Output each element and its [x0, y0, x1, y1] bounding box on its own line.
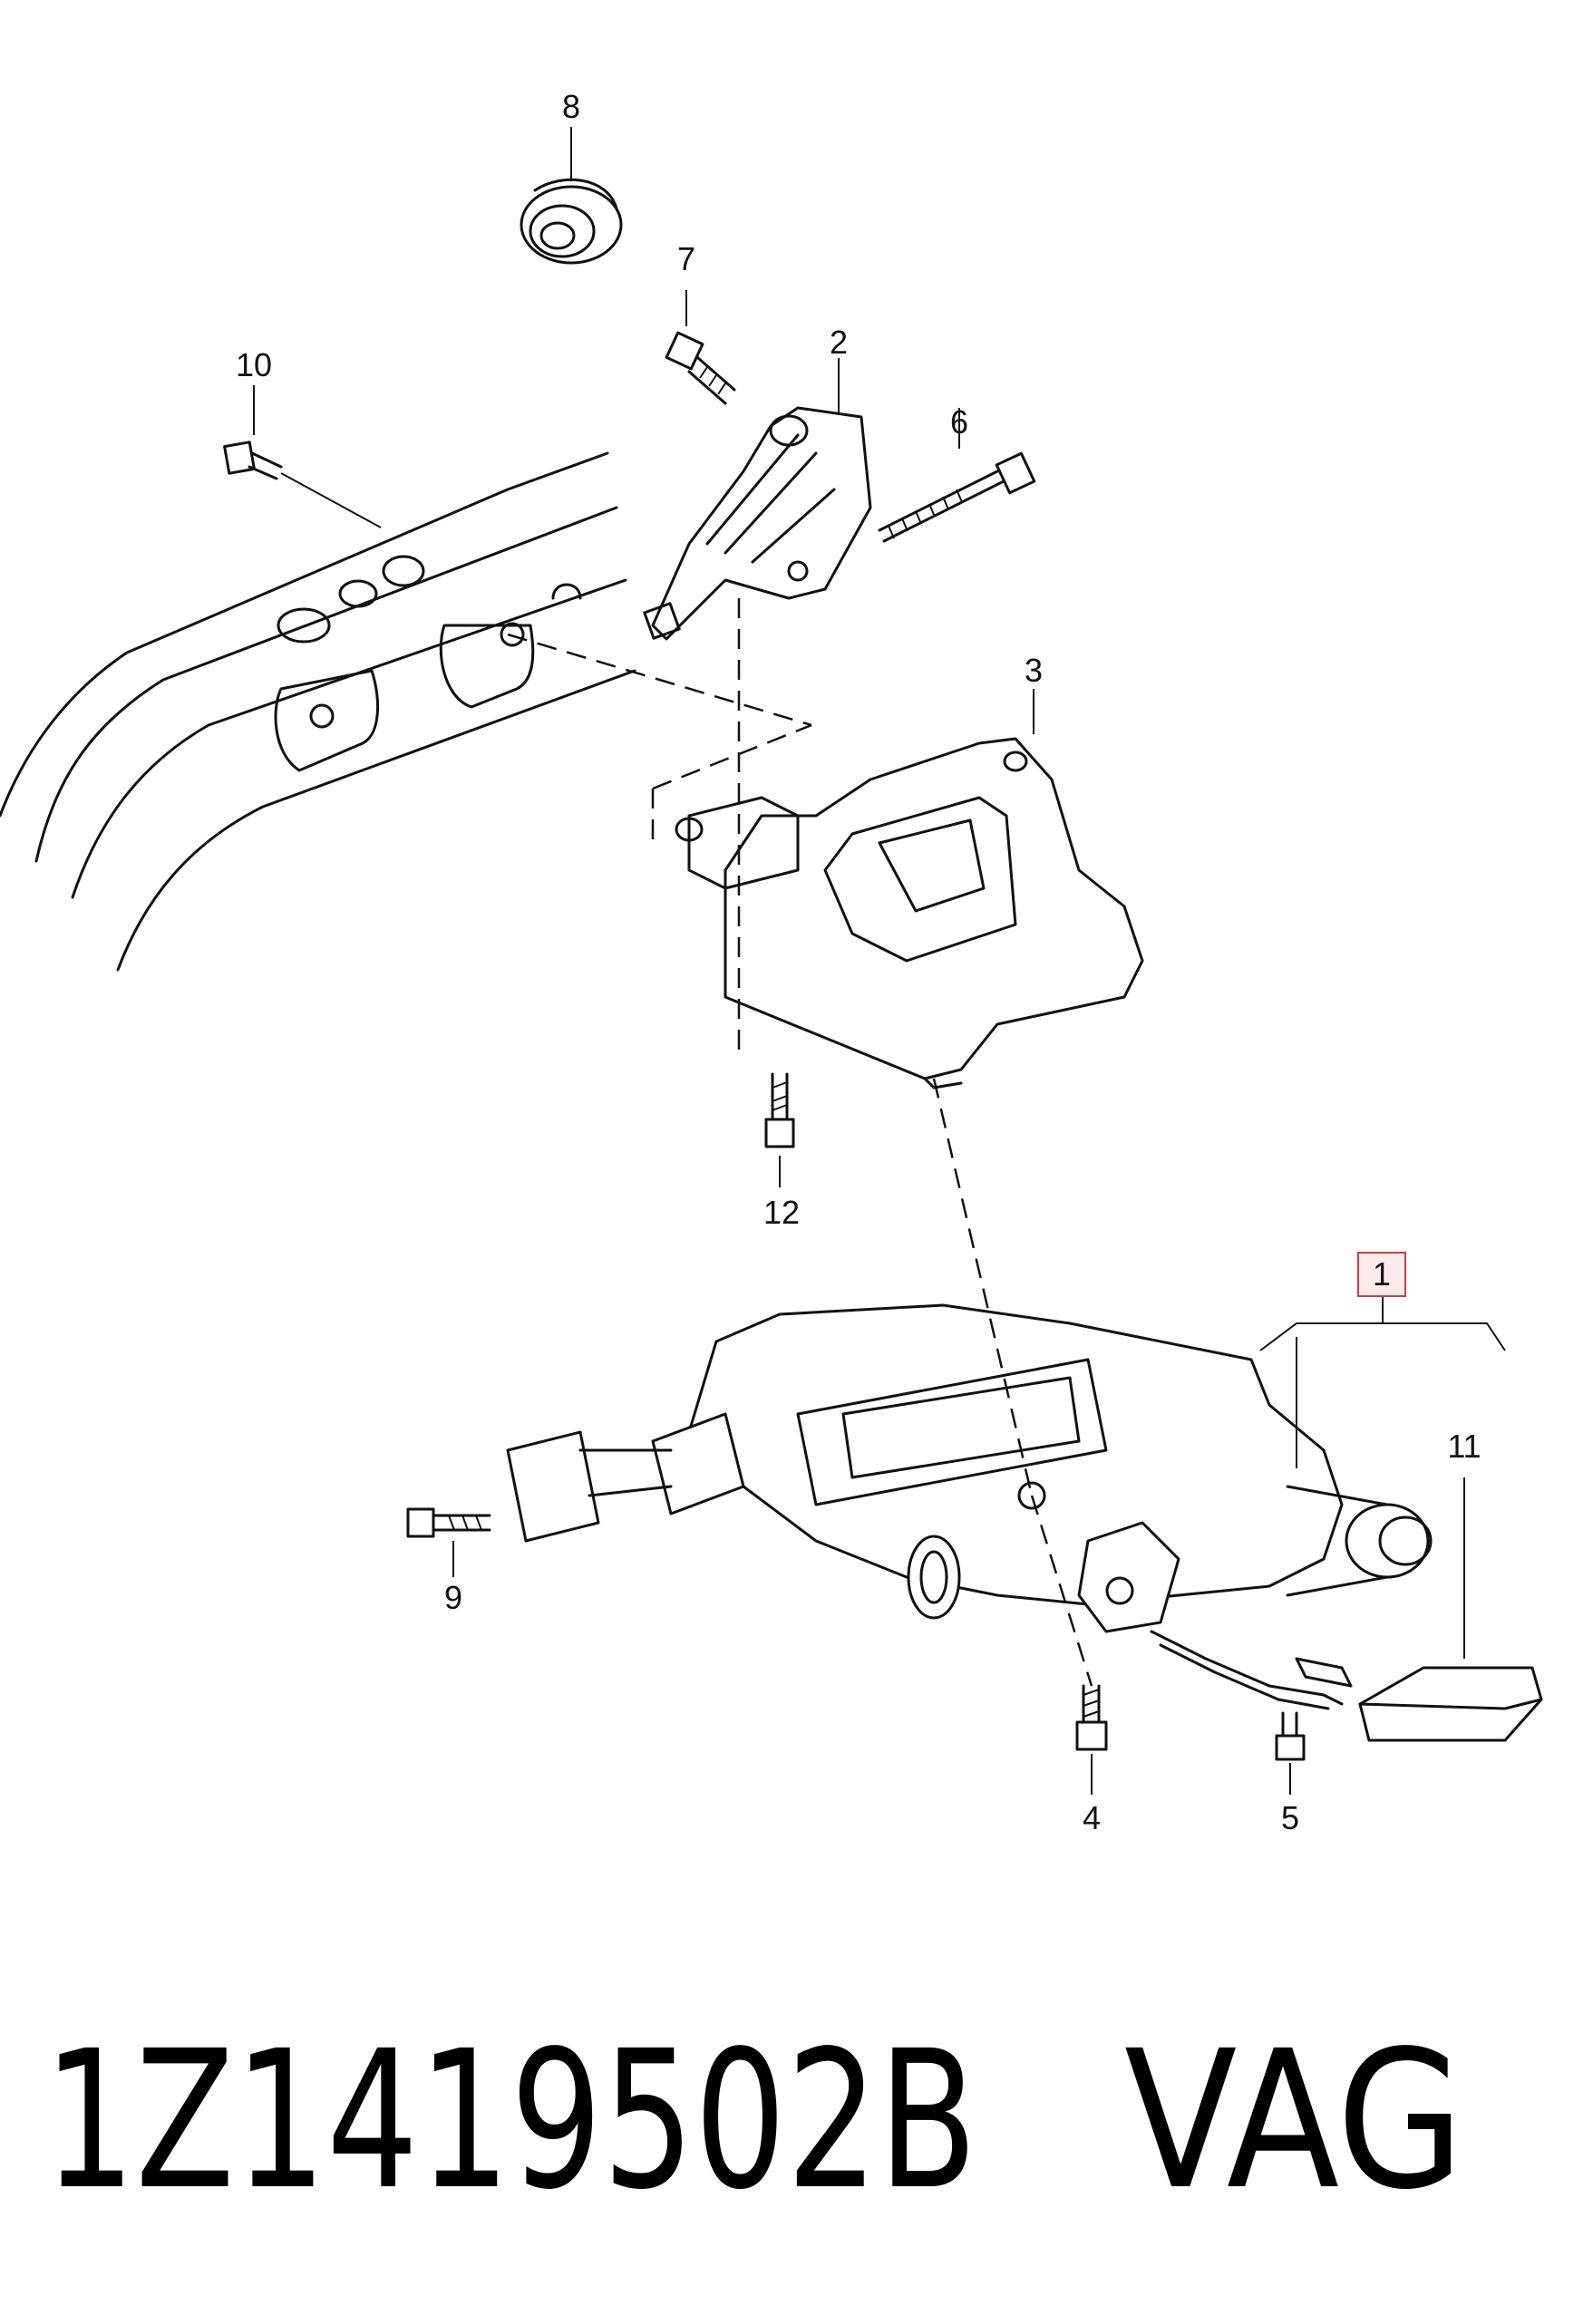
- callout-6: 6: [950, 403, 968, 441]
- part-7-bolt: [665, 290, 736, 405]
- part-number-text: 1Z1419502B: [44, 2009, 977, 2232]
- callout-4: 4: [1083, 1799, 1101, 1836]
- callout-2: 2: [830, 324, 848, 361]
- part-10-bolt: [223, 385, 382, 528]
- callout-9: 9: [444, 1579, 462, 1616]
- callout-10: 10: [236, 346, 272, 383]
- part-6-long-bolt: [878, 408, 1036, 543]
- part-5-bolt: [1275, 1711, 1306, 1795]
- callout-3: 3: [1025, 652, 1043, 689]
- part-8-grommet: [520, 127, 623, 265]
- part-4-bolt: [1075, 1684, 1108, 1795]
- part-11-cover: [1358, 1477, 1543, 1742]
- part-12-bolt: [764, 1072, 795, 1187]
- assembly-guide-lines: [507, 598, 1093, 1687]
- callout-labels: 1 2 3 4 5 6 7 8 9 10 11 12: [236, 88, 1481, 1836]
- callout-1: 1: [1373, 1255, 1391, 1293]
- callout-1-bracket: [1259, 1296, 1506, 1468]
- part-2-bracket: [643, 358, 872, 641]
- part-9-bolt: [406, 1507, 491, 1577]
- callout-5: 5: [1281, 1799, 1299, 1836]
- callout-8: 8: [562, 88, 580, 125]
- callout-1-highlight-box: [1357, 1252, 1406, 1297]
- callout-12: 12: [763, 1194, 800, 1231]
- part-1-steering-column: [506, 1303, 1433, 1710]
- callout-11: 11: [1447, 1428, 1481, 1465]
- footer-caption: 1Z1419502B VAG: [44, 2009, 1464, 2232]
- brand-text: VAG: [1124, 2009, 1464, 2232]
- dashboard-crossmember: [0, 451, 636, 972]
- callout-7: 7: [677, 240, 695, 277]
- part-3-support-bracket: [651, 689, 1144, 1089]
